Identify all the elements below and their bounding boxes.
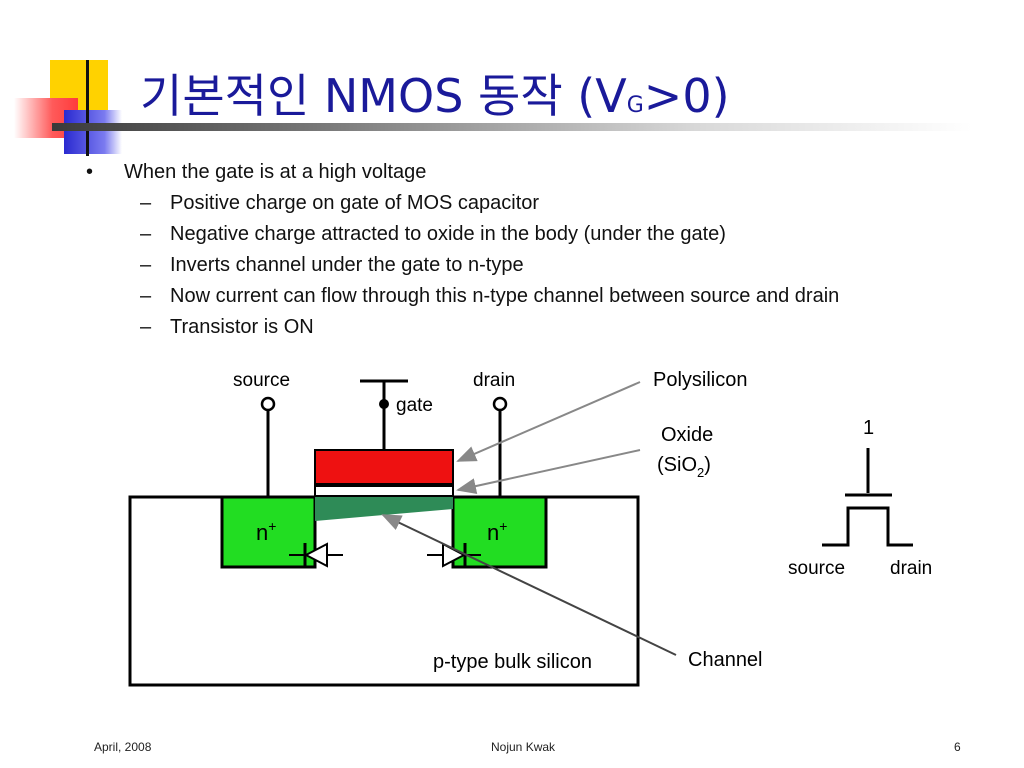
drain-nplus-label: n+	[487, 518, 507, 545]
sub-bullet-item: –Positive charge on gate of MOS capacito…	[140, 192, 540, 214]
source-terminal	[260, 396, 276, 412]
footer-page-number: 6	[954, 740, 961, 754]
title-underline	[52, 123, 972, 131]
source-label: source	[233, 370, 290, 391]
corner-blue-square	[64, 110, 122, 154]
switch-state-label: 1	[863, 417, 874, 439]
oxide-layer	[314, 485, 454, 497]
gate-label: gate	[396, 395, 433, 416]
polysilicon-arrow	[456, 381, 641, 462]
sio2-label: (SiO2)	[657, 454, 711, 480]
oxide-arrow	[456, 449, 641, 494]
switch-source-label: source	[788, 558, 845, 579]
drain-label: drain	[473, 370, 515, 391]
oxide-label: Oxide	[661, 424, 713, 446]
channel-arrow	[381, 514, 677, 656]
gate-terminal-dot	[379, 399, 389, 409]
sub-bullet-item: –Negative charge attracted to oxide in t…	[140, 223, 726, 245]
source-diode-symbol	[289, 542, 343, 568]
switch-symbol	[822, 448, 913, 547]
sub-bullet-item: –Transistor is ON	[140, 316, 314, 338]
switch-drain-label: drain	[890, 558, 932, 579]
bullet-item: •When the gate is at a high voltage	[86, 161, 427, 183]
source-nplus-label: n+	[256, 518, 276, 545]
channel-region	[315, 497, 453, 521]
slide-title: 기본적인 NMOS 동작 (VG>0)	[140, 69, 730, 123]
bullet-list: •When the gate is at a high voltage –Pos…	[80, 159, 839, 345]
footer-author: Nojun Kwak	[491, 740, 556, 754]
sub-bullet-item: –Inverts channel under the gate to n-typ…	[140, 254, 524, 276]
footer-date: April, 2008	[94, 740, 152, 754]
bulk-silicon-label: p-type bulk silicon	[433, 651, 592, 673]
polysilicon-label: Polysilicon	[653, 369, 747, 391]
sub-bullet-item: –Now current can flow through this n-typ…	[140, 285, 840, 307]
corner-vertical-line	[86, 60, 89, 156]
channel-label: Channel	[688, 649, 763, 671]
drain-terminal	[492, 396, 508, 412]
polysilicon-gate	[314, 449, 454, 485]
